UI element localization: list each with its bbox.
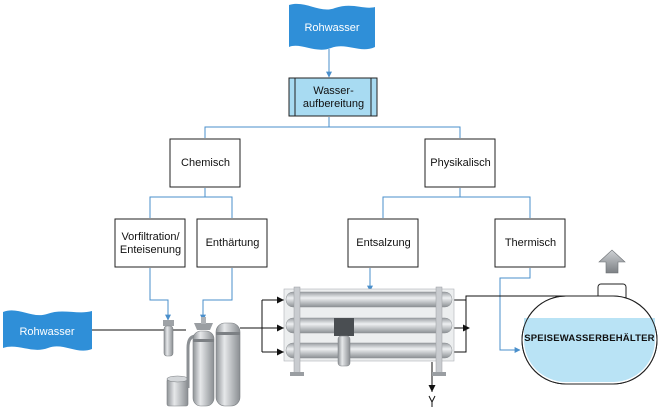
raw-water-banner-top <box>289 3 375 50</box>
water-treatment-label: Wasser- aufbereitung <box>302 84 365 110</box>
raw-water-banner-left <box>3 310 92 351</box>
desalination-label: Entsalzung <box>356 237 411 249</box>
brine-tank-icon <box>166 375 189 407</box>
physical-box <box>424 138 496 188</box>
raw-water-top-label: Rohwasser <box>304 22 359 34</box>
chemical-label: Chemisch <box>181 157 230 169</box>
connector-chemical-branch <box>149 188 233 218</box>
vent-arrow-icon <box>598 249 626 274</box>
feedwater-tank-label: SPEISEWASSERBEHÄLTER <box>524 332 655 344</box>
desalination-box <box>347 218 419 268</box>
connector-prefilter-to-filter <box>149 268 171 321</box>
chemical-box <box>169 138 241 188</box>
pipe-to-ro-branches <box>240 299 284 353</box>
thermal-label: Thermisch <box>504 237 557 249</box>
connector-thermal-to-tank <box>499 268 531 353</box>
water-treatment-box <box>288 77 378 117</box>
prefiltration-box <box>114 218 186 268</box>
softener-column-2-icon <box>215 322 241 407</box>
raw-water-left-label: Rohwasser <box>19 326 74 338</box>
reverse-osmosis-unit-icon <box>283 286 455 376</box>
softener-valve-icon <box>194 317 213 330</box>
softening-label: Enthärtung <box>205 237 260 249</box>
flow-connectors <box>149 49 531 353</box>
softening-box <box>196 218 268 268</box>
connector-softening-to-tanks <box>200 268 233 321</box>
drain-symbol-icon <box>428 395 436 407</box>
connector-treatment-branch <box>204 117 461 138</box>
prefiltration-label: Vorfiltration/ Enteisenung <box>119 230 182 256</box>
connector-physical-branch <box>382 188 531 218</box>
feedwater-tank-icon <box>521 283 658 385</box>
physical-label: Physikalisch <box>430 157 491 169</box>
thermal-box <box>494 218 566 268</box>
prefilter-cartridge-icon <box>163 320 174 357</box>
softener-column-1-icon <box>192 330 215 407</box>
